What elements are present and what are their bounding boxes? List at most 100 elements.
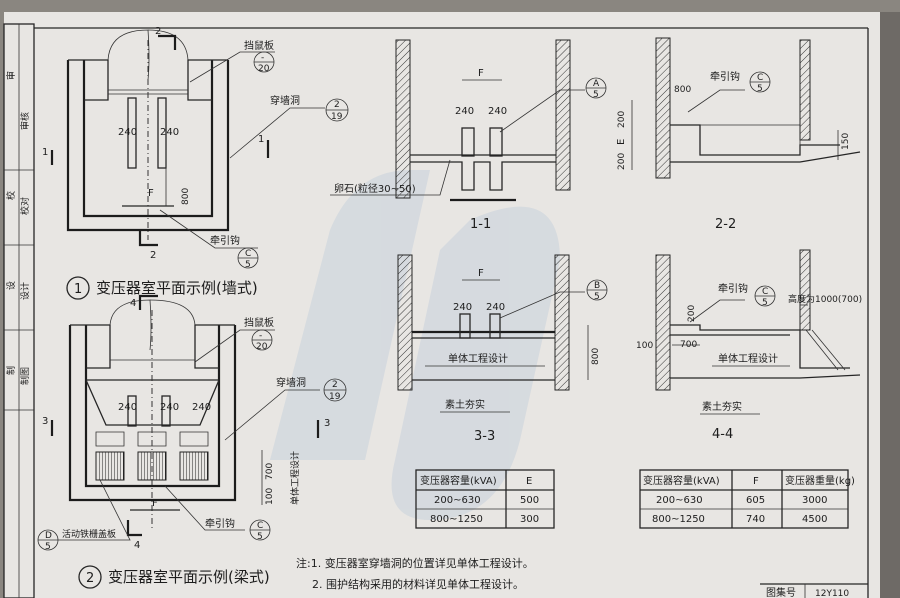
plan2-label-rat-board: 挡鼠板	[244, 316, 274, 329]
table-E-header-capacity: 变压器容量(kVA)	[420, 474, 497, 487]
plan1-number: 1	[74, 282, 82, 297]
table-F-r2-capacity: 800~1250	[652, 514, 705, 525]
paper-right-edge	[880, 12, 900, 598]
plan2-dim-100: 100	[265, 488, 275, 505]
plan2-ref-cover-top: D	[45, 531, 52, 541]
watermark-logo	[270, 170, 560, 520]
table-E-r1-E: 500	[520, 495, 539, 506]
s11-title: 1-1	[470, 217, 491, 232]
s44-height-note: 高度为1000(700)	[788, 293, 862, 305]
s33-label-soil: 素土夯实	[445, 398, 485, 411]
plan1-section-2-bottom: 2	[150, 250, 156, 261]
table-F-r2-F: 740	[746, 514, 765, 525]
s33-ref-bottom: 5	[594, 292, 600, 302]
s44-title: 4-4	[712, 427, 733, 442]
s11-dim-240a: 240	[455, 106, 474, 117]
sidebar-sign-review: 审	[5, 71, 17, 80]
s22-dim-200a: 200	[617, 111, 627, 128]
plan2-section-4-bottom: 4	[134, 540, 140, 551]
plan1-ref-rat-top: -	[261, 53, 264, 63]
table-F-r1-capacity: 200~630	[656, 495, 703, 506]
table-F-header-weight: 变压器重量(kg)	[785, 474, 855, 487]
plan2-label-cover-plate: 活动铁栅盖板	[62, 528, 116, 540]
plan2-title: 变压器室平面示例(梁式)	[108, 568, 270, 586]
notes: 注:1. 变压器室穿墙洞的位置详见单体工程设计。 2. 围护结构采用的材料详见单…	[296, 556, 534, 591]
plan2-dim-240a: 240	[118, 402, 137, 413]
plan1-ref-hole-top: 2	[334, 100, 340, 110]
s22-dim-E: E	[616, 139, 627, 145]
s22-dim-200b: 200	[617, 153, 627, 170]
s22-title: 2-2	[715, 217, 736, 232]
s33-ref-top: B	[594, 281, 600, 291]
plan1-section-1-right: 1	[258, 134, 264, 145]
s44-label-soil: 素土夯实	[702, 400, 742, 413]
sidebar-sign-drafting: 制	[5, 366, 17, 375]
plan2-grille-1	[95, 451, 125, 481]
sidebar-cell-drafting: 制图	[19, 367, 31, 385]
plan2-label-pull-hook: 牵引钩	[205, 518, 235, 530]
section-1-1: F 240 240 A 5 卵石(粒径30~50) 1-1	[330, 39, 607, 232]
plan2-ref-hole-bottom: 19	[329, 392, 341, 402]
sidebar-cell-design: 设计	[19, 282, 31, 300]
s33-dim-240b: 240	[486, 302, 505, 313]
s22-ref-bottom: 5	[757, 84, 763, 94]
table-E-r2-E: 300	[520, 514, 539, 525]
footer-title-box: 图集号 12Y110	[760, 583, 868, 598]
plan1-label-pull-hook: 牵引钩	[210, 235, 240, 247]
table-E-header-E: E	[526, 476, 532, 487]
s33-dim-800: 800	[591, 348, 601, 365]
s33-dim-240a: 240	[453, 302, 472, 313]
table-F-header-capacity: 变压器容量(kVA)	[643, 474, 720, 487]
s11-label-pebble: 卵石(粒径30~50)	[334, 182, 416, 195]
table-F-r1-F: 605	[746, 495, 765, 506]
plan1-ref-hook-top: C	[245, 249, 251, 259]
section-3-3: F 240 240 B 5 单体工程设计 800 素土夯实 3-3	[397, 254, 608, 444]
sidebar-cell-review: 审核	[19, 112, 31, 130]
s33-unit-design: 单体工程设计	[448, 352, 508, 365]
plan1-ref-rat-bottom: 20	[258, 64, 270, 74]
plan1-dim-240a: 240	[118, 127, 137, 138]
plan1-section-2-top: 2	[155, 26, 161, 37]
table-F: 变压器容量(kVA) F 变压器重量(kg) 200~630 605 3000 …	[639, 469, 855, 529]
plan1-label-rat-board: 挡鼠板	[244, 39, 274, 52]
s44-dim-700: 700	[680, 340, 697, 350]
plan2-grille-3	[179, 451, 209, 481]
footer-atlas-number: 12Y110	[815, 589, 849, 598]
plan1-dim-800: 800	[181, 188, 191, 205]
note-line-1: 注:1. 变压器室穿墙洞的位置详见单体工程设计。	[296, 556, 534, 570]
plan2-section-3-left: 3	[42, 416, 48, 427]
s22-dim-800: 800	[674, 85, 691, 95]
s22-ref-top: C	[757, 73, 763, 83]
plan2-unit-design: 单体工程设计	[289, 451, 301, 505]
sidebar-sign-design: 设	[6, 281, 17, 290]
section-4-4: 700 100 200 牵引钩 C 5 高度为1000(700) 单体工程设计 …	[636, 249, 862, 442]
plan2-dim-240c: 240	[192, 402, 211, 413]
s44-unit-design: 单体工程设计	[718, 352, 778, 365]
s44-ref-bottom: 5	[762, 298, 768, 308]
plan2-ref-hole-top: 2	[332, 380, 338, 390]
s44-dim-200: 200	[687, 305, 697, 322]
s11-dim-F: F	[478, 68, 484, 79]
plan2-label-wall-hole: 穿墙洞	[276, 376, 306, 389]
plan-2-beam-type: F 240 240 240 700 100 单体工程设计 4 4 3 3 挡鼠板…	[37, 294, 347, 589]
table-E-r1-capacity: 200~630	[434, 495, 481, 506]
plan2-section-3-right: 3	[324, 418, 330, 429]
plan1-title: 变压器室平面示例(墙式)	[96, 279, 258, 297]
table-E: 变压器容量(kVA) E 200~630 500 800~1250 300	[415, 469, 555, 529]
plan2-ref-hook-top: C	[257, 521, 263, 531]
note-line-2: 2. 围护结构采用的材料详见单体工程设计。	[312, 577, 524, 591]
plan1-label-wall-hole: 穿墙洞	[270, 94, 300, 107]
s11-ref-bottom: 5	[593, 90, 599, 100]
plan1-ref-hook-bottom: 5	[245, 260, 251, 270]
plan2-ref-hook-bottom: 5	[257, 532, 263, 542]
plan1-dim-F: F	[148, 188, 154, 199]
plan1-dim-240b: 240	[160, 127, 179, 138]
footer-atlas-label: 图集号	[766, 586, 796, 598]
section-2-2: 150 牵引钩 C 5 800 200 E 200 2-2	[616, 37, 861, 232]
s11-ref-top: A	[593, 79, 600, 89]
s44-label-pull-hook: 牵引钩	[718, 283, 748, 295]
s11-dim-240b: 240	[488, 106, 507, 117]
plan2-ref-rat-top: -	[259, 331, 262, 341]
plan2-dim-700: 700	[265, 463, 275, 480]
